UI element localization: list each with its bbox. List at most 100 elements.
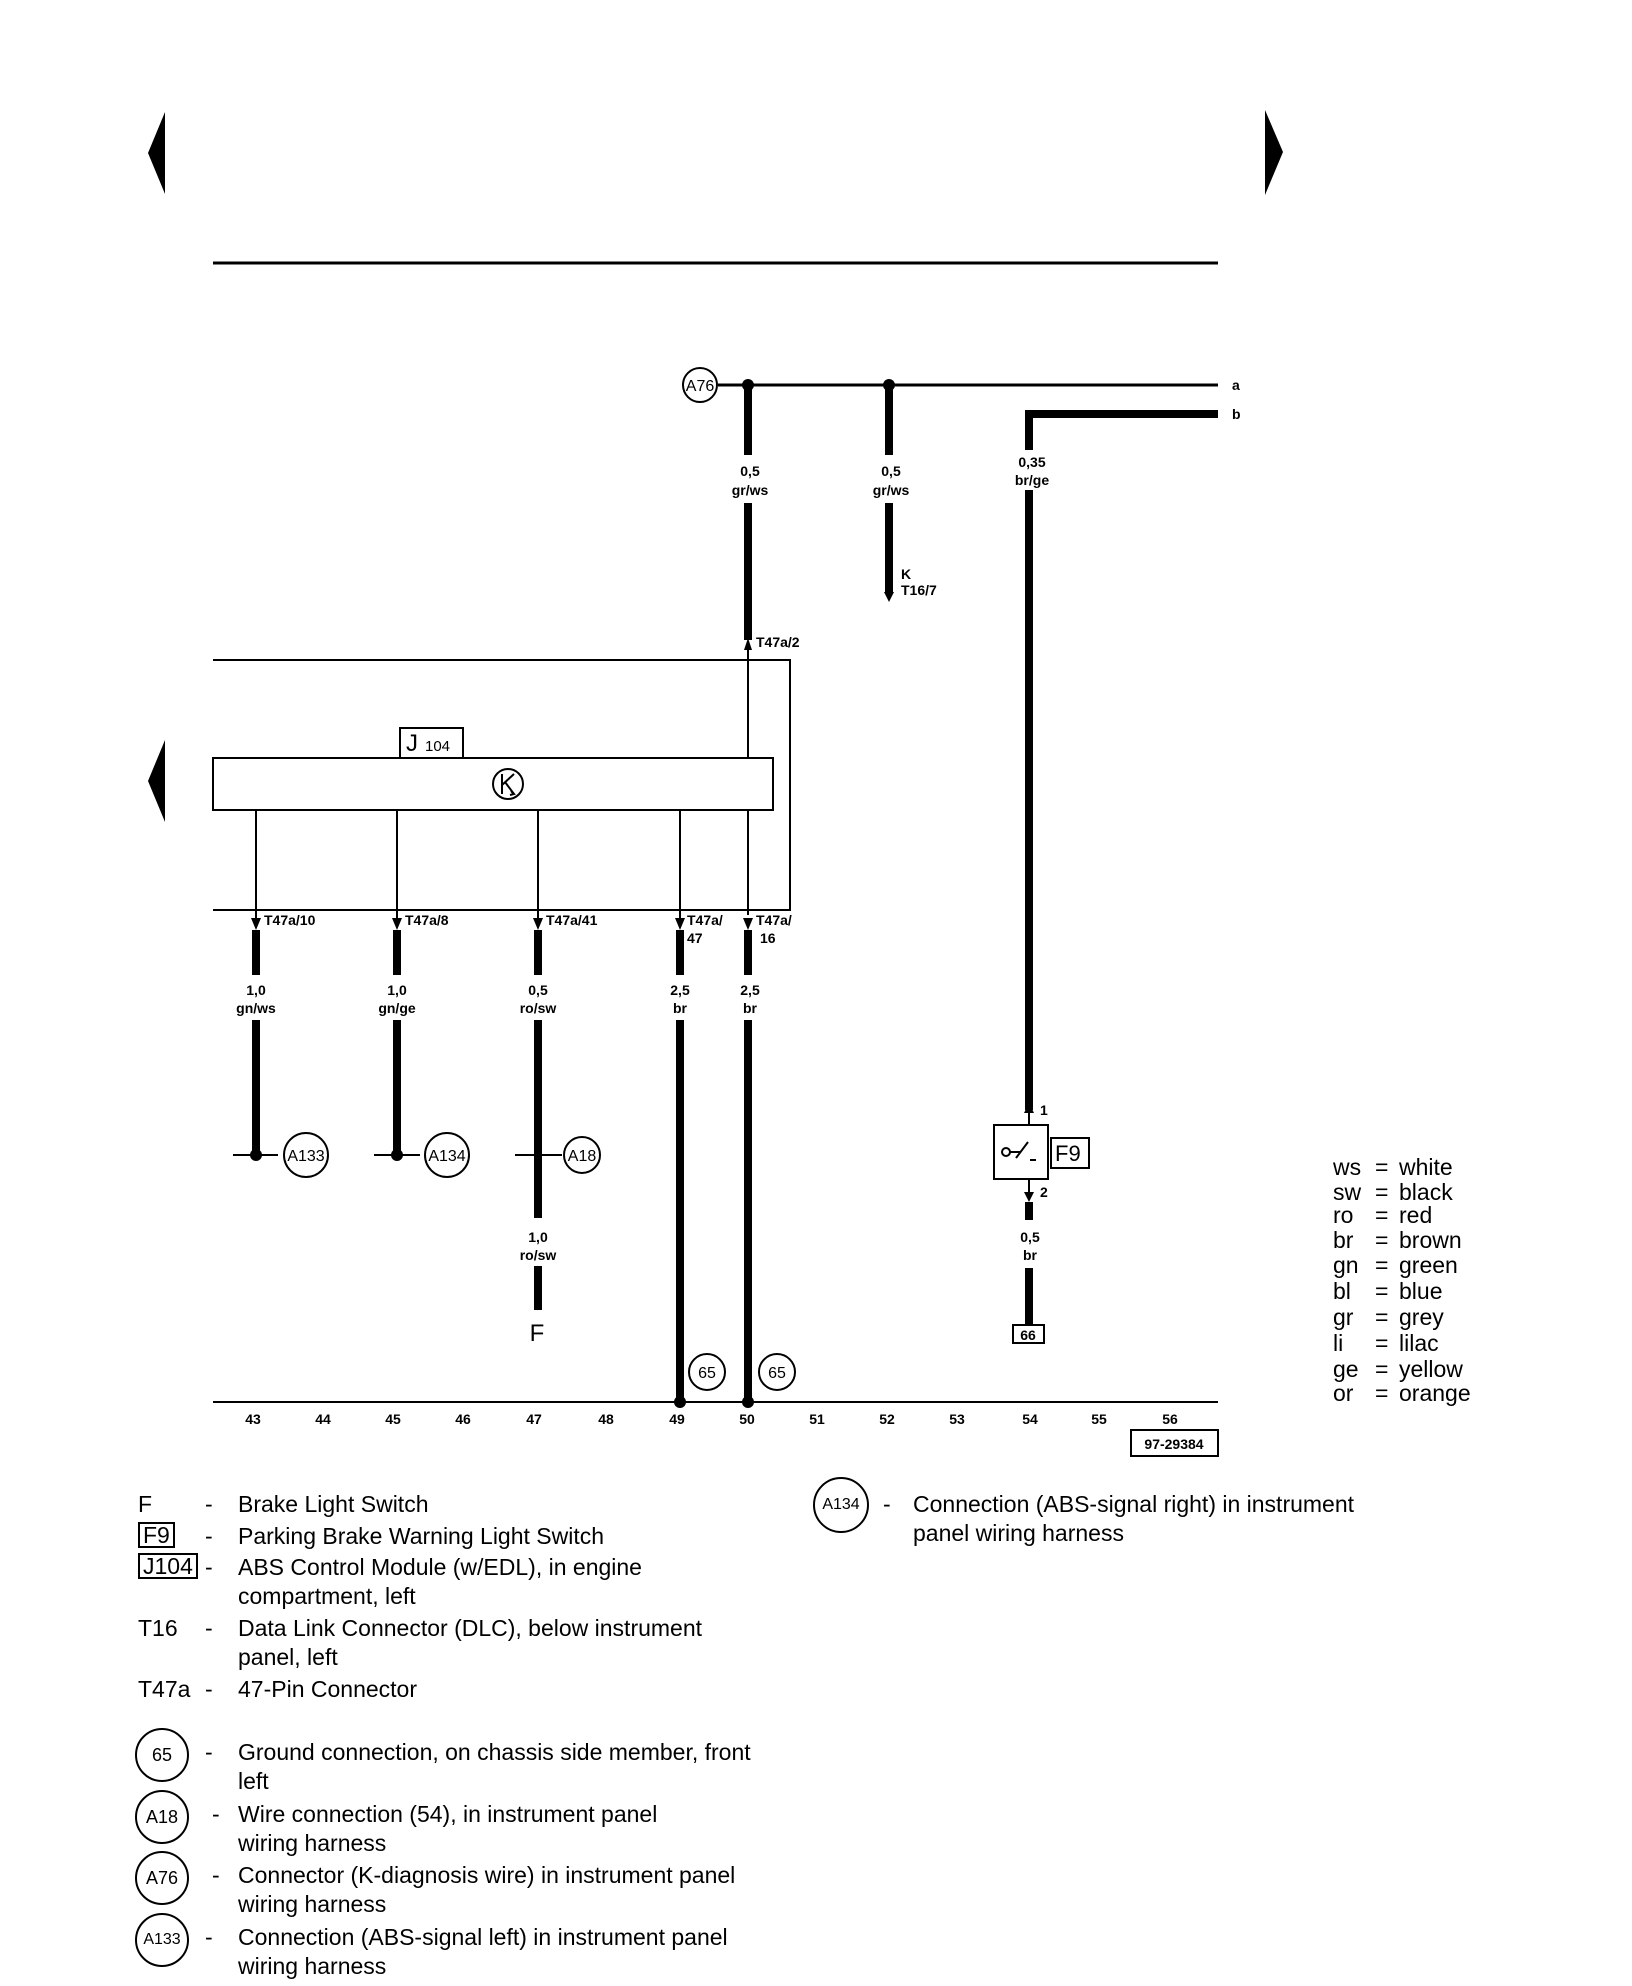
legend-dash: - [883, 1491, 891, 1517]
equals-sign: = [1375, 1330, 1389, 1356]
figure-id: 97-29384 [1144, 1436, 1203, 1452]
pin-label: T47a/41 [546, 912, 598, 928]
color-code: ws [1333, 1154, 1362, 1180]
color-code: bl [1333, 1278, 1351, 1304]
pin-label: T47a/2 [756, 634, 800, 650]
pin-label: T47a/8 [405, 912, 449, 928]
legend-desc: 47-Pin Connector [238, 1676, 417, 1702]
legend-desc: Wire connection (54), in instrument pane… [238, 1801, 658, 1856]
connector-a133-label: A133 [287, 1148, 324, 1165]
pin-label: T47a/10 [264, 912, 316, 928]
pin-arrow-icon [675, 918, 685, 930]
j104-label: J [406, 730, 418, 757]
legend-dash: - [205, 1491, 213, 1517]
track-number: 53 [949, 1411, 965, 1427]
ground-65-symbol [758, 1353, 796, 1391]
wire-size-label: 0,5 [740, 463, 760, 479]
track-number: 52 [879, 1411, 895, 1427]
color-code-row: br=brown [1333, 1228, 1513, 1253]
bus-b-label: b [1232, 406, 1241, 422]
connector-a76-symbol [682, 367, 718, 403]
track-number: 50 [739, 1411, 755, 1427]
legend-key: F [138, 1491, 153, 1517]
connector-a18-symbol [563, 1136, 601, 1174]
j104-outline [213, 659, 791, 911]
legend-item-a134: A134 - Connection (ABS-signal right) in … [813, 1477, 1453, 1550]
equals-sign: = [1375, 1356, 1389, 1382]
color-name: lilac [1399, 1330, 1439, 1356]
legend-dash: - [212, 1862, 220, 1888]
legend-desc: Data Link Connector (DLC), below instrum… [238, 1615, 703, 1670]
equals-sign: = [1375, 1252, 1389, 1278]
wire-size-label: 0,5 [528, 982, 548, 998]
junction-dot [674, 1396, 686, 1408]
wire-size-label: 0,5 [1020, 1229, 1040, 1245]
color-code: sw [1333, 1179, 1362, 1205]
equals-sign: = [1375, 1304, 1389, 1330]
color-code-row: li=lilac [1333, 1331, 1513, 1356]
wire-size-label: 0,35 [1018, 454, 1045, 470]
junction-dot [391, 1149, 403, 1161]
track-number: 43 [245, 1411, 261, 1427]
figure-id-box [1130, 1429, 1219, 1457]
switch-contact-icon [1010, 1141, 1036, 1161]
legend-desc: Connector (K-diagnosis wire) in instrume… [238, 1862, 736, 1917]
equals-sign: = [1375, 1179, 1389, 1205]
continue-left-arrow-icon[interactable] [148, 740, 165, 822]
color-code-row: or=orange [1333, 1381, 1513, 1406]
legend-item-j104: J104 - ABS Control Module (w/EDL), in en… [138, 1553, 838, 1611]
pin-label: T47a/ [756, 912, 792, 928]
equals-sign: = [1375, 1380, 1389, 1406]
wire-color-label: br [743, 1000, 758, 1016]
legend-desc: Parking Brake Warning Light Switch [238, 1523, 605, 1549]
legend-item-f9: F9 - Parking Brake Warning Light Switch [138, 1522, 838, 1552]
previous-page-arrow-icon[interactable] [148, 112, 165, 194]
legend-key: A18 [135, 1790, 189, 1844]
connector-a133-symbol [283, 1132, 329, 1178]
legend-item-t16: T16 - Data Link Connector (DLC), below i… [138, 1614, 838, 1672]
wire-color-label: gr/ws [873, 482, 910, 498]
color-name: grey [1399, 1304, 1444, 1330]
k-diagnosis-icon [501, 773, 516, 796]
equals-sign: = [1375, 1278, 1389, 1304]
legend-item-65: 65 - Ground connection, on chassis side … [135, 1728, 838, 1796]
legend-dash: - [212, 1801, 220, 1827]
k-diagnosis-icon [492, 768, 524, 800]
legend-key: T47a [138, 1676, 191, 1702]
color-code: gr [1333, 1304, 1354, 1330]
legend-dash: - [205, 1554, 213, 1580]
color-name: green [1399, 1252, 1458, 1278]
dlc-k-label: K [901, 566, 911, 582]
wire-size-label: 1,0 [246, 982, 266, 998]
pin-arrow-icon [1024, 1192, 1034, 1202]
color-name: orange [1399, 1380, 1471, 1406]
color-name: black [1399, 1179, 1453, 1205]
pin-arrow-icon [884, 592, 894, 602]
color-code-row: sw = black [1333, 1180, 1513, 1205]
connector-a134-symbol [424, 1132, 470, 1178]
wire-color-label: ro/sw [520, 1000, 557, 1016]
equals-sign: = [1375, 1227, 1389, 1253]
connector-a134-label: A134 [428, 1148, 465, 1165]
pin-label: 47 [687, 930, 703, 946]
brake-light-switch-label: F [530, 1320, 545, 1347]
track-number: 56 [1162, 1411, 1178, 1427]
junction-dot [250, 1149, 262, 1161]
color-code-row: gn=green [1333, 1253, 1513, 1278]
wire-color-label: gr/ws [732, 482, 769, 498]
next-page-arrow-icon[interactable] [1265, 110, 1283, 195]
f9-label: F9 [1055, 1141, 1081, 1166]
legend-desc: Connection (ABS-signal left) in instrume… [238, 1924, 728, 1979]
bus-b-wire [1025, 410, 1218, 1110]
color-code: ro [1333, 1202, 1354, 1228]
wire-size-label: 2,5 [670, 982, 690, 998]
legend-item-a76: A76 - Connector (K-diagnosis wire) in in… [135, 1851, 838, 1919]
ground-65-label: 65 [698, 1365, 716, 1382]
wire-color-label: gn/ge [378, 1000, 416, 1016]
f9-pin-label: 1 [1040, 1102, 1048, 1118]
legend-dash: - [205, 1523, 213, 1549]
dlc-t16-pin-label: T16/7 [901, 582, 937, 598]
f9-pin-label: 2 [1040, 1184, 1048, 1200]
f9-label-box [1050, 1137, 1090, 1169]
wire-color-label: ro/sw [520, 1247, 557, 1263]
